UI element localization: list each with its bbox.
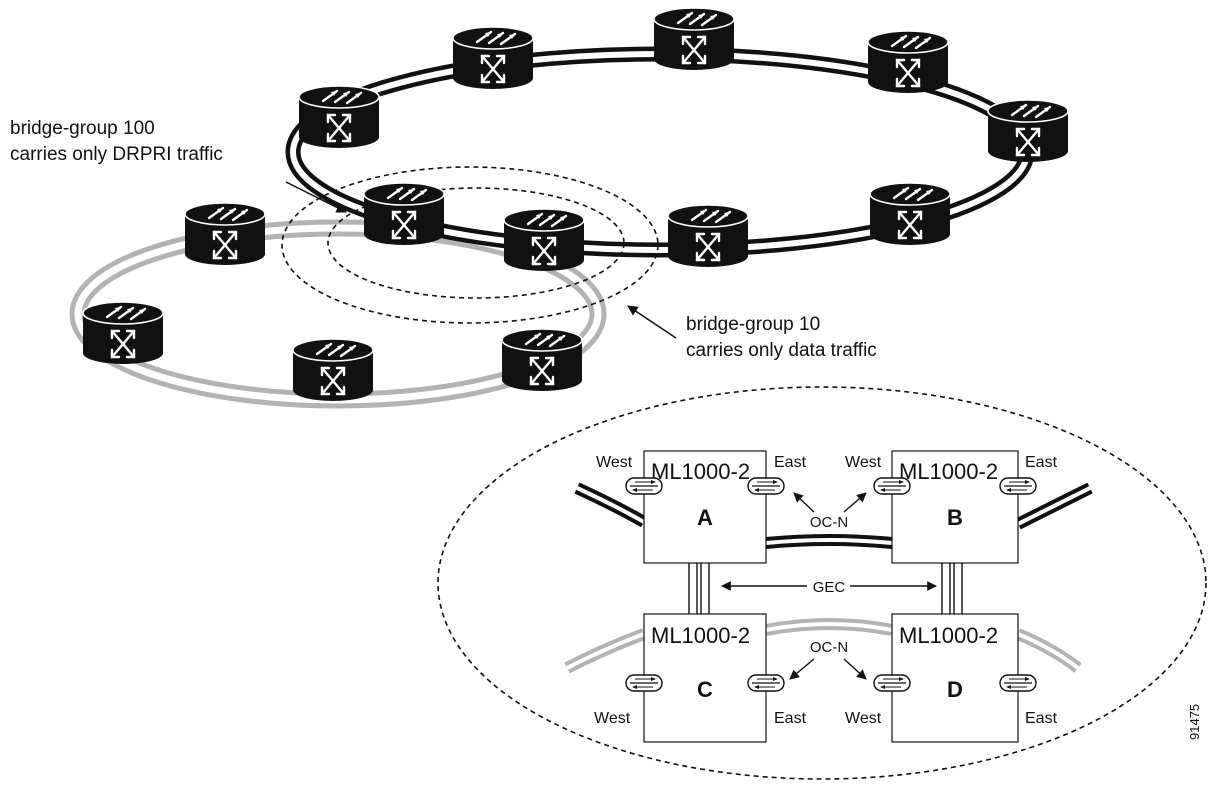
card-d-west-label: West: [845, 710, 882, 727]
card-a-model: ML1000-2: [651, 459, 750, 484]
port-icon: [999, 674, 1037, 692]
port-icon: [999, 477, 1037, 495]
ocn-bottom-label: OC-N: [810, 639, 848, 656]
router-icon: [81, 300, 165, 366]
ocn-top-label: OC-N: [810, 514, 848, 531]
card-b-model: ML1000-2: [899, 459, 998, 484]
router-icon: [666, 203, 750, 269]
router-icon: [986, 98, 1070, 164]
bg100-label-line1: bridge-group 100: [10, 118, 155, 139]
card-b-west-label: West: [845, 454, 882, 471]
card-c-model: ML1000-2: [651, 623, 750, 648]
router-icon: [868, 181, 952, 247]
card-d-model: ML1000-2: [899, 623, 998, 648]
bg10-pointer-arrow: [627, 305, 677, 339]
router-icon: [652, 6, 736, 72]
detail-gray-fibers: [564, 618, 1082, 674]
gec-label: GEC: [813, 579, 846, 596]
card-a: ML1000-2 A: [643, 450, 767, 564]
bg10-label-line1: bridge-group 10: [686, 314, 820, 335]
bg100-label-line2: carries only DRPRI traffic: [10, 144, 223, 165]
card-d-east-label: East: [1025, 710, 1058, 727]
card-a-letter: A: [697, 505, 713, 530]
routers: [81, 6, 1070, 403]
gec-link-left: [688, 555, 710, 619]
card-c-letter: C: [697, 677, 713, 702]
ocn-top-arrow-right: [843, 492, 867, 513]
router-icon: [451, 25, 535, 91]
card-a-east-label: East: [774, 454, 807, 471]
router-icon: [297, 84, 381, 150]
port-icon: [747, 674, 785, 692]
card-d-letter: D: [947, 677, 963, 702]
router-icon: [183, 201, 267, 267]
port-icon: [747, 477, 785, 495]
card-c-east-label: East: [774, 710, 807, 727]
bridge-group-10-circle: [281, 166, 659, 324]
bg100-pointer-arrow: [285, 181, 347, 213]
card-d: ML1000-2 D: [891, 613, 1019, 743]
gec-link-right: [941, 555, 963, 619]
port-icon: [625, 674, 663, 692]
port-icon: [873, 674, 911, 692]
bridge-group-100-circle: [327, 187, 625, 299]
port-icon: [873, 477, 911, 495]
ocn-bottom-arrow-right: [843, 658, 867, 680]
card-c: ML1000-2 C: [643, 613, 767, 743]
router-icon: [866, 29, 950, 95]
card-b-east-label: East: [1025, 454, 1058, 471]
router-icon: [502, 207, 586, 273]
ocn-bottom-arrow-left: [789, 658, 815, 680]
card-c-west-label: West: [594, 710, 631, 727]
port-icon: [625, 477, 663, 495]
ocn-top-arrow-left: [793, 492, 815, 513]
router-icon: [362, 181, 446, 247]
router-icon: [291, 337, 375, 403]
detail-black-fibers: [574, 482, 1093, 549]
bg10-label-line2: carries only data traffic: [686, 340, 877, 361]
figure-number: 91475: [1187, 704, 1202, 740]
zoom-detail-ellipse: [437, 386, 1207, 780]
card-b: ML1000-2 B: [891, 450, 1019, 564]
router-icon: [500, 327, 584, 393]
card-b-letter: B: [947, 505, 963, 530]
card-a-west-label: West: [596, 454, 633, 471]
